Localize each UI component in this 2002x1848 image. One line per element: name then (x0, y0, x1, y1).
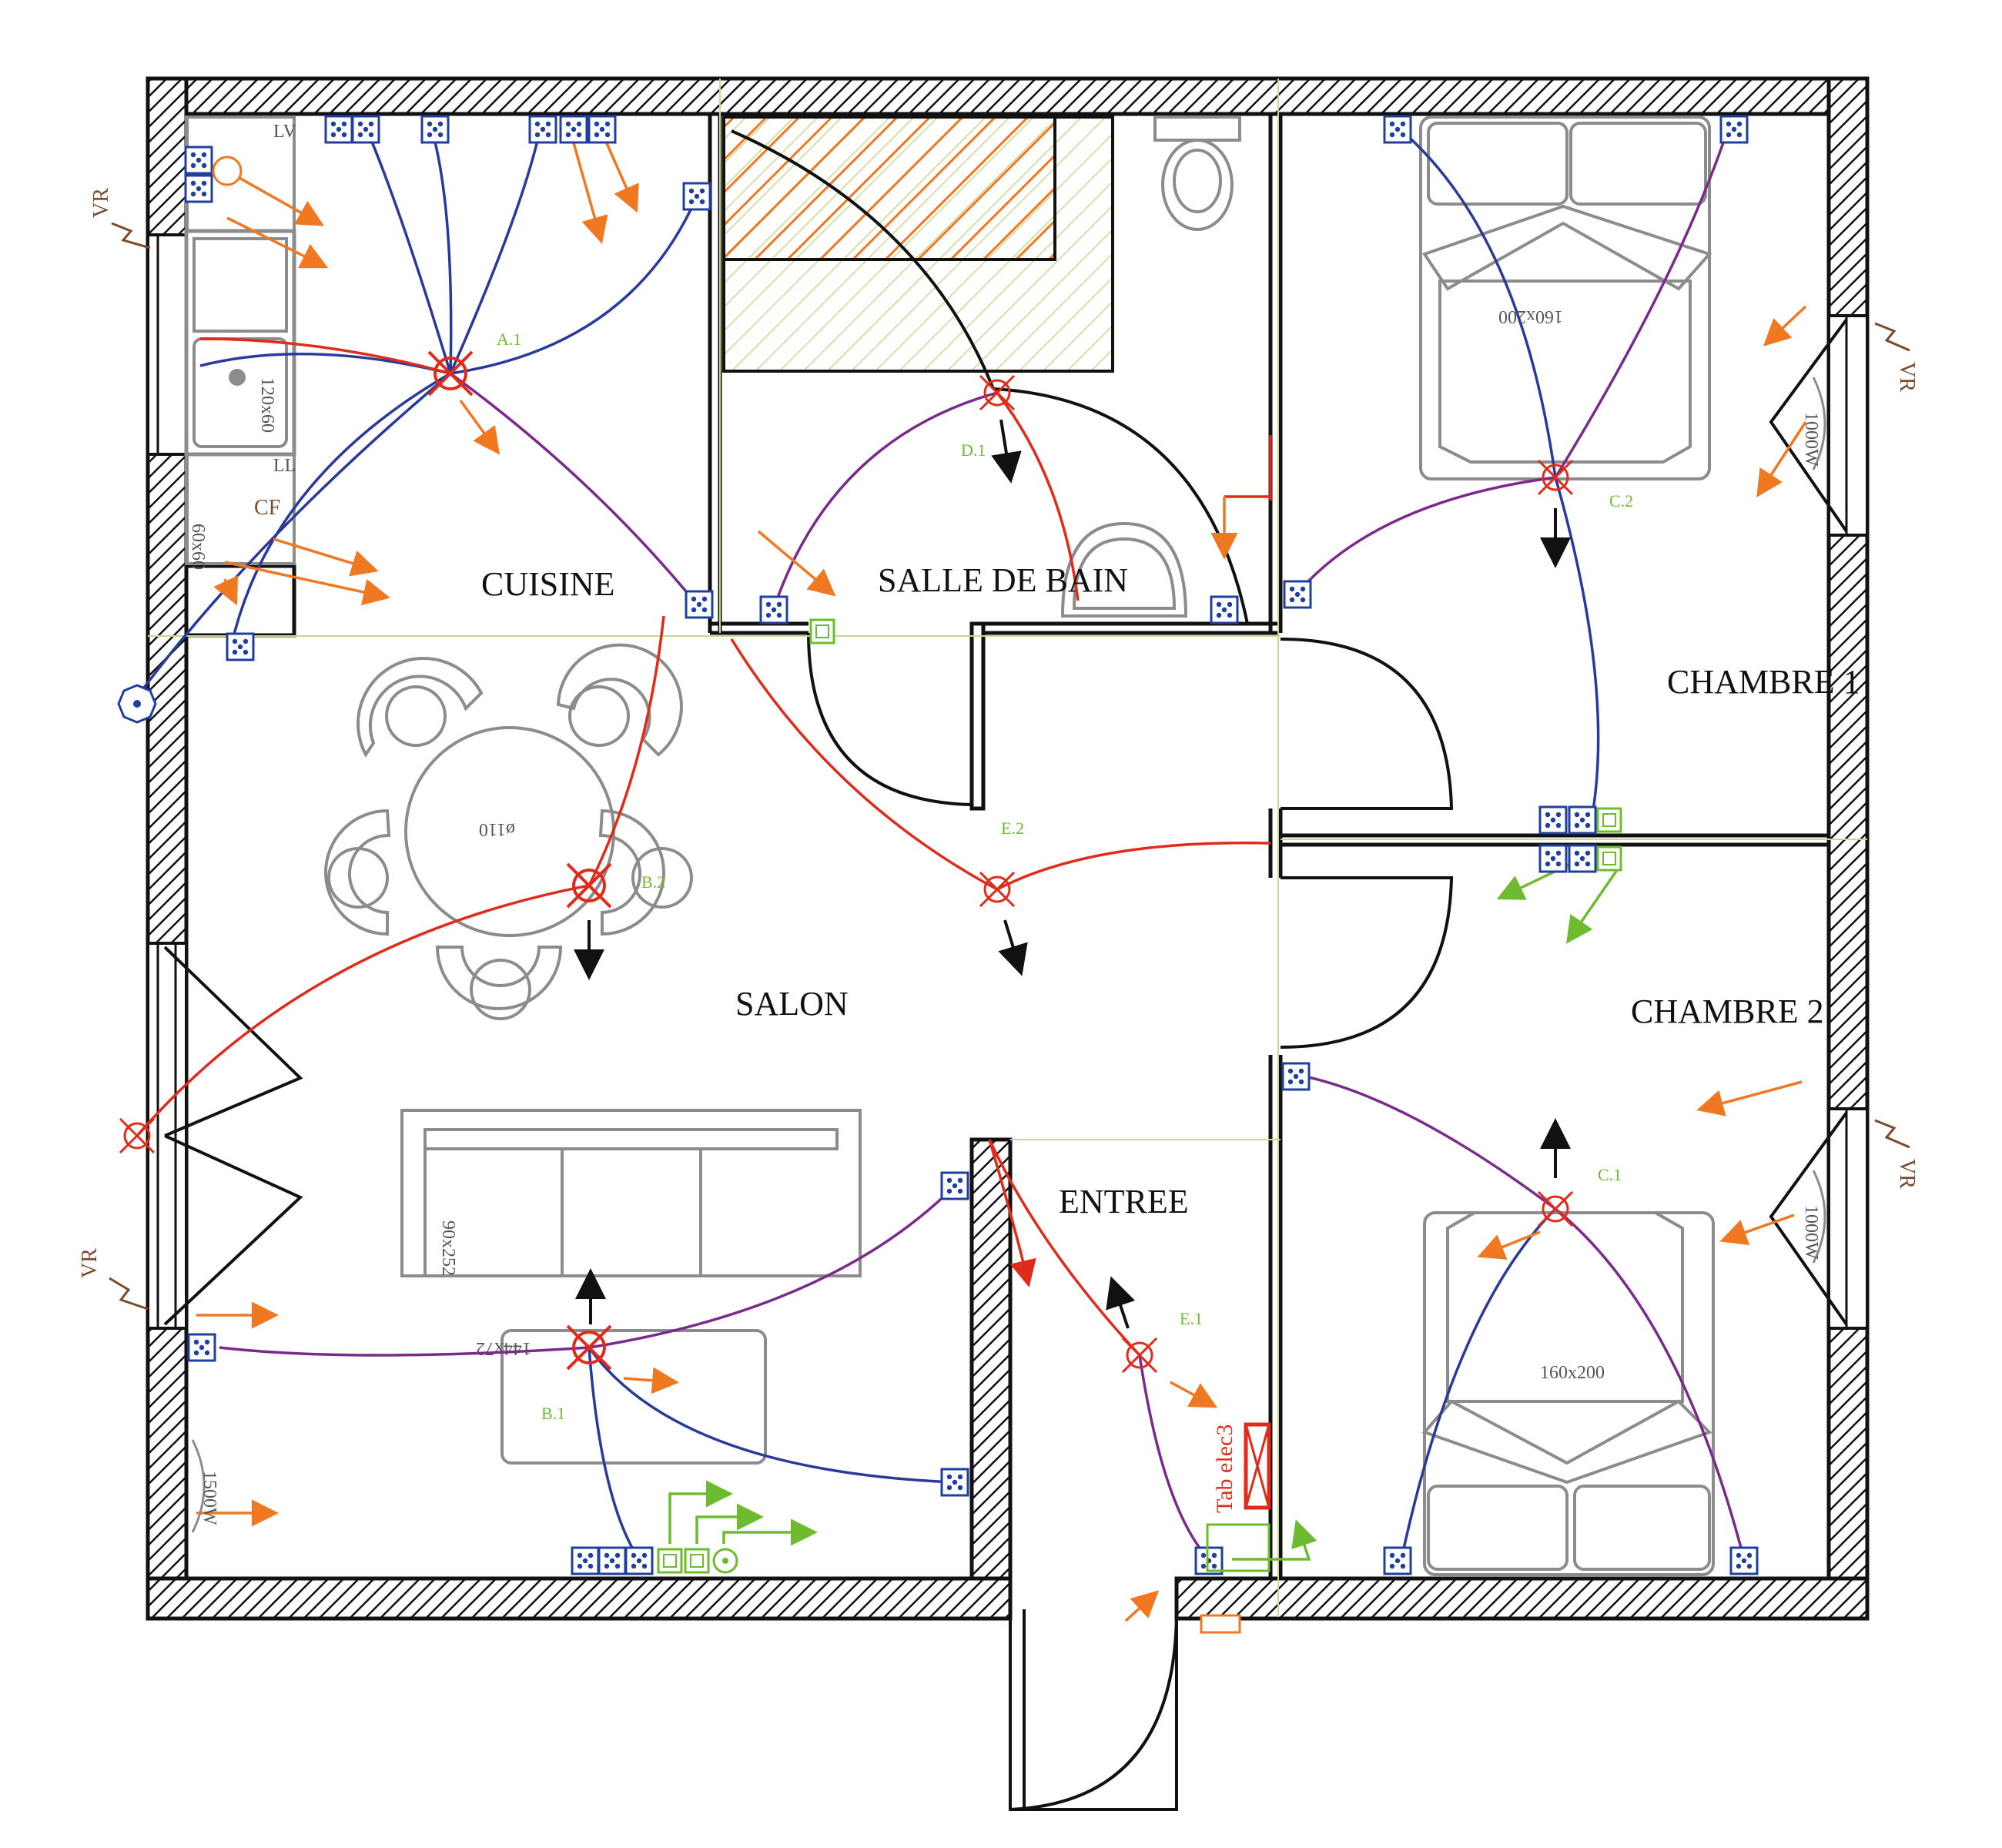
vr-label-chambre2: VR (1895, 1159, 1919, 1189)
heater-salon-label: 1500W (199, 1471, 219, 1525)
shutter-symbols (109, 222, 1910, 1311)
light-point-b2 (566, 862, 612, 909)
electrical-panel[interactable] (1244, 1422, 1271, 1510)
vr-label-cuisine: VR (89, 188, 113, 218)
cf-label: CF (254, 496, 280, 520)
light-fixtures (119, 350, 1574, 1374)
bed-1-dim: 160x200 (1498, 306, 1563, 326)
switch-circuits (219, 126, 1746, 1561)
light-circuits (136, 337, 1272, 1357)
light-point-a1 (427, 350, 474, 397)
orange-arrows (196, 129, 1807, 1622)
label-a1: A.1 (497, 330, 521, 349)
doors (807, 632, 1454, 1811)
sdb-door-arc (993, 387, 1249, 624)
room-salle-de-bain: SALLE DE BAIN (878, 561, 1128, 599)
right-wall-windows (1769, 314, 1869, 1330)
bed-chambre-2 (1421, 1211, 1715, 1576)
panel-label: Tab elec3 (1212, 1424, 1237, 1513)
vr-label-chambre1: VR (1895, 362, 1919, 392)
coffee-table-dim: 144x72 (476, 1338, 531, 1358)
special-sockets (117, 156, 1622, 1634)
bed-chambre-1 (1419, 116, 1712, 480)
kitchen-furniture (184, 116, 296, 565)
room-chambre-1: CHAMBRE 1 (1667, 663, 1860, 701)
room-chambre-2: CHAMBRE 2 (1631, 993, 1824, 1030)
lv-label: LV (273, 122, 296, 142)
heater-chambre2-label: 1000W (1801, 1205, 1821, 1260)
label-b2: B.2 (641, 872, 665, 892)
bathroom-sink (1060, 521, 1188, 618)
ll-label: LL (273, 456, 296, 476)
room-cuisine: CUISINE (481, 565, 615, 603)
label-e2: E.2 (1001, 819, 1024, 838)
heater-chambre1-label: 1000W (1801, 412, 1821, 467)
toilet (1153, 116, 1241, 231)
label-d1: D.1 (961, 440, 986, 460)
sofa (400, 1109, 862, 1277)
light-point-e2 (979, 871, 1016, 908)
sink-dim: 120x60 (257, 377, 277, 433)
light-point-c2 (1537, 459, 1574, 496)
bed-2-dim: 160x200 (1540, 1363, 1605, 1383)
table-dim: ø110 (479, 819, 515, 839)
light-point-b1 (566, 1324, 612, 1371)
socket-circuits (136, 126, 1600, 1560)
light-point-c1 (1537, 1190, 1574, 1227)
sofa-dim: 90x252 (438, 1220, 458, 1276)
vr-label-salon: VR (78, 1248, 102, 1278)
label-b1: B.1 (541, 1404, 565, 1423)
room-salon: SALON (735, 985, 849, 1023)
light-point-salon-wall (119, 1117, 156, 1154)
black-arrows (574, 419, 1571, 1329)
light-point-d1 (979, 374, 1016, 411)
label-c2: C.2 (1609, 491, 1633, 511)
room-entree: ENTREE (1059, 1183, 1189, 1220)
fridge-dim: 60x60 (188, 524, 208, 570)
heaters (191, 377, 1826, 1533)
exterior-walls (146, 76, 1870, 1621)
label-e1: E.1 (1180, 1309, 1203, 1328)
shower-area (722, 116, 1114, 390)
reference-lines (148, 79, 1867, 1617)
light-point-e1 (1121, 1337, 1158, 1374)
coffee-table (500, 1329, 767, 1465)
left-wall-openings (146, 233, 303, 1330)
label-c1: C.1 (1598, 1165, 1622, 1184)
